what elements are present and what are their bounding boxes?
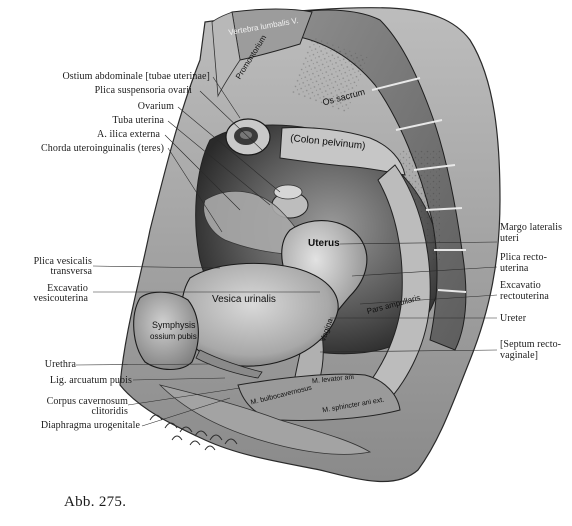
label-plica-suspensoria: Plica suspensoria ovarii — [94, 85, 192, 96]
label-margo-lateralis-2: uteri — [500, 233, 519, 244]
label-vesica: Vesica urinalis — [212, 294, 276, 305]
label-excavatio-rectouterina-2: rectouterina — [500, 291, 549, 302]
label-plica-vesicalis: Plica vesicalis — [33, 256, 92, 267]
pubic-hair — [149, 414, 238, 451]
label-plica-rectouterina: Plica recto- — [500, 252, 548, 263]
symphysis — [133, 291, 199, 371]
labia — [158, 384, 372, 455]
lumbar-vertebra — [231, 8, 313, 61]
label-excavatio-vesicouterina: Excavatio — [47, 283, 88, 294]
label-corpus-cavernosum-2: clitoridis — [91, 406, 128, 417]
label-urethra: Urethra — [44, 359, 76, 370]
label-chorda-uteroinguinalis: Chorda uteroinguinalis (teres) — [41, 143, 164, 154]
label-ossium-pubis: ossium pubis — [150, 332, 197, 341]
label-septum-rectovaginale-2: vaginale] — [500, 350, 539, 361]
leader-lines — [75, 76, 498, 427]
figure-caption: Abb. 275. — [64, 494, 127, 510]
label-tuba-uterina: Tuba uterina — [112, 115, 164, 126]
label-corpus-cavernosum: Corpus cavernosum — [46, 396, 128, 407]
label-excavatio-vesicouterina-2: vesicouterina — [33, 293, 88, 304]
label-septum-rectovaginale: [Septum recto- — [500, 339, 562, 350]
label-ovarium: Ovarium — [137, 101, 174, 112]
label-diaphragma-urogenitale: Diaphragma urogenitale — [40, 420, 140, 431]
label-symphysis: Symphysis — [152, 320, 196, 330]
label-margo-lateralis: Margo lateralis — [500, 222, 563, 233]
label-plica-vesicalis-2: transversa — [50, 266, 92, 277]
label-uterus: Uterus — [308, 238, 340, 249]
vertebral-segments — [371, 77, 467, 293]
label-ureter: Ureter — [500, 313, 527, 324]
label-a-ilica-externa: A. ilica externa — [97, 129, 160, 140]
label-plica-rectouterina-2: uterina — [500, 263, 529, 274]
sacrum — [289, 9, 467, 351]
label-excavatio-rectouterina: Excavatio — [500, 280, 541, 291]
label-lig-arcuatum-pubis: Lig. arcuatum pubis — [49, 375, 132, 386]
label-ostium-abdominale: Ostium abdominale [tubae uterinae] — [62, 71, 210, 82]
colon — [279, 127, 406, 176]
